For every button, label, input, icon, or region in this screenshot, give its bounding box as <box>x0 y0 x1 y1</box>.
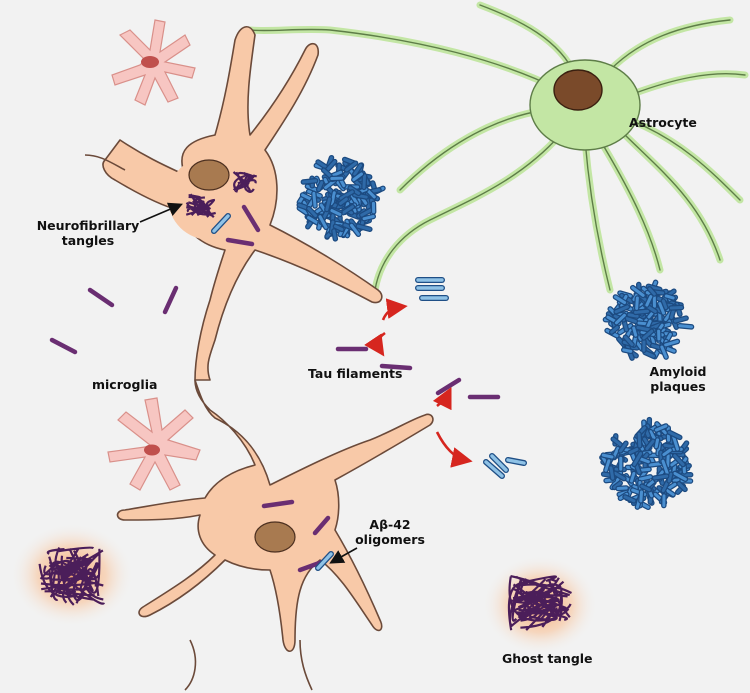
abeta-oligomers-label-line1: Aβ-42 <box>369 517 411 532</box>
microglia-label: microglia <box>92 377 158 392</box>
red-arrows <box>364 298 473 468</box>
amyloid-plaques-label-line1: Amyloid <box>649 364 707 379</box>
astrocyte-label: Astrocyte <box>629 115 697 130</box>
neurofibrillary-tangles-label: Neurofibrillary tangles <box>28 218 148 248</box>
microglia-top-nucleus <box>141 56 159 68</box>
ghost-tangle-label: Ghost tangle <box>502 651 593 666</box>
tangle-upper-left <box>185 193 217 219</box>
amyloid-plaque-right-lower <box>599 416 694 511</box>
ghost-tangle-left <box>38 546 105 606</box>
lower-neuron <box>116 379 434 691</box>
abeta-oligomers <box>211 213 527 571</box>
abeta-oligomers-label-line2: oligomers <box>355 532 425 547</box>
amyloid-plaques-label: Amyloid plaques <box>638 364 718 394</box>
tau-filaments-label: Tau filaments <box>308 366 403 381</box>
neurofibrillary-tangles-label-line1: Neurofibrillary <box>36 218 140 233</box>
ghost-tangle-right <box>507 575 572 631</box>
microglia-bottom <box>107 397 201 491</box>
microglia-top <box>111 19 196 106</box>
oligomers-pointer-arrow <box>329 547 358 564</box>
astrocyte-nucleus <box>553 69 603 111</box>
astrocyte-cell <box>246 1 749 294</box>
upper-neuron <box>84 26 383 381</box>
neurofibrillary-tangles-label-line2: tangles <box>61 233 115 248</box>
abeta-oligomers-label: Aβ-42 oligomers <box>345 517 435 547</box>
amyloid-plaques-label-line2: plaques <box>650 379 706 394</box>
lower-neuron-nucleus <box>254 521 296 553</box>
microglia-bottom-nucleus <box>144 444 160 456</box>
amyloid-plaques <box>296 154 695 511</box>
ghost-tangles <box>38 546 572 631</box>
amyloid-plaque-center <box>296 154 386 242</box>
tangle-upper-right <box>232 171 257 193</box>
neurofibrillary-tangles <box>185 171 257 219</box>
amyloid-plaque-right-upper <box>602 279 695 361</box>
tau-filaments <box>49 204 501 573</box>
upper-neuron-nucleus <box>188 159 230 191</box>
tangles-pointer-arrow <box>139 202 183 223</box>
